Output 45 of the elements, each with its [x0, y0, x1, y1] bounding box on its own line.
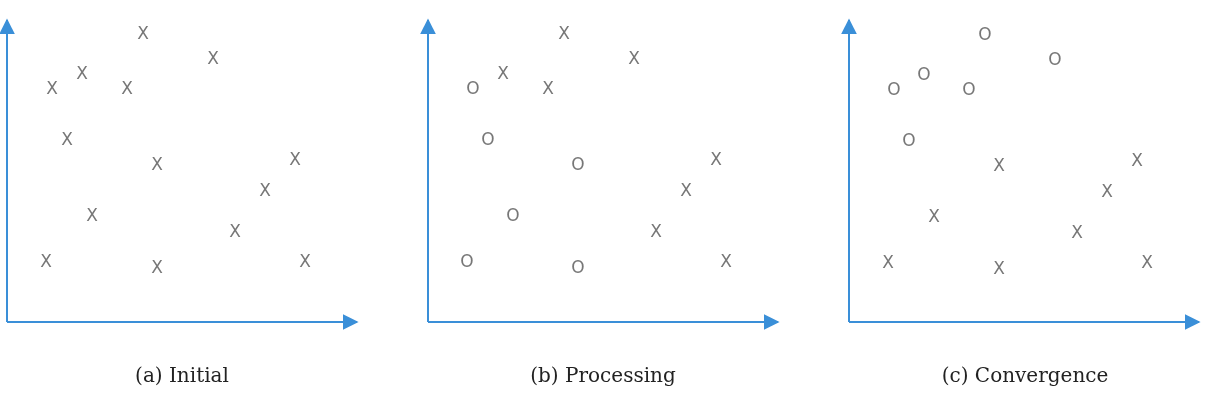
data-point-marker: X — [497, 64, 509, 82]
data-point-marker: O — [460, 252, 474, 270]
data-point-marker: X — [558, 24, 570, 42]
data-point-marker: O — [902, 131, 916, 149]
data-point-marker: O — [962, 80, 976, 98]
data-point-marker: O — [466, 79, 480, 97]
data-point-marker: X — [1071, 223, 1083, 241]
data-point-marker: X — [259, 181, 271, 199]
data-point-marker: X — [650, 222, 662, 240]
data-point-marker: X — [121, 79, 133, 97]
data-point-marker: X — [137, 24, 149, 42]
data-point-marker: X — [86, 206, 98, 224]
data-point-marker: O — [571, 258, 585, 276]
panel-caption: (c) Convergence — [941, 365, 1109, 385]
data-point-marker: X — [46, 79, 58, 97]
panel-caption: (a) Initial — [135, 365, 229, 385]
data-point-marker: O — [481, 130, 495, 148]
data-point-marker: X — [76, 64, 88, 82]
data-point-marker: X — [207, 49, 219, 67]
panel-caption: (b) Processing — [530, 365, 676, 385]
data-point-marker: X — [40, 252, 52, 270]
data-point-marker: X — [928, 207, 940, 225]
data-point-marker: X — [1131, 151, 1143, 169]
data-point-marker: X — [1141, 253, 1153, 271]
data-point-marker: O — [917, 65, 931, 83]
data-point-marker: X — [993, 156, 1005, 174]
data-point-marker: X — [61, 130, 73, 148]
data-point-marker: X — [151, 155, 163, 173]
data-point-marker: X — [289, 150, 301, 168]
data-point-marker: X — [882, 253, 894, 271]
data-point-marker: X — [680, 181, 692, 199]
data-point-marker: X — [542, 79, 554, 97]
data-point-marker: O — [506, 206, 520, 224]
data-point-marker: X — [720, 252, 732, 270]
data-point-marker: X — [993, 259, 1005, 277]
data-point-marker: X — [710, 150, 722, 168]
data-point-marker: X — [628, 49, 640, 67]
data-point-marker: X — [299, 252, 311, 270]
data-point-marker: X — [1101, 182, 1113, 200]
data-point-marker: O — [571, 155, 585, 173]
data-point-marker: X — [151, 258, 163, 276]
data-point-marker: X — [229, 222, 241, 240]
data-point-marker: O — [1048, 50, 1062, 68]
data-point-marker: O — [887, 80, 901, 98]
data-point-marker: O — [978, 25, 992, 43]
